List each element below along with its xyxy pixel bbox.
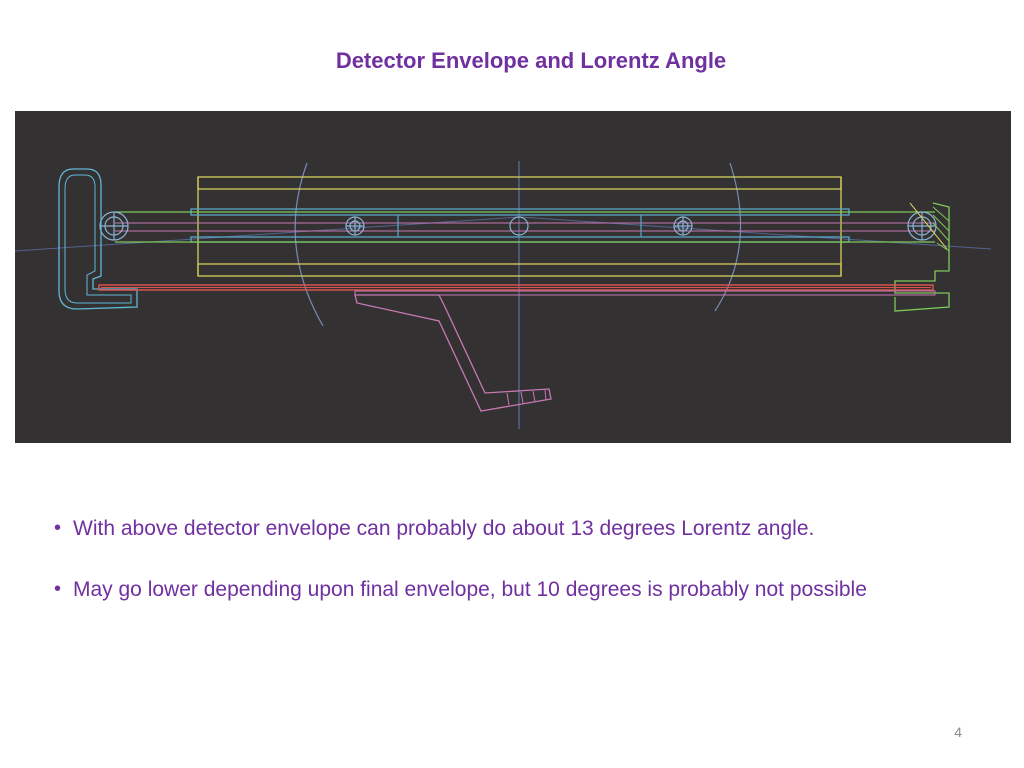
bullet-text: May go lower depending upon final envelo… — [73, 578, 867, 601]
support-arm-ticks — [506, 389, 547, 406]
guide-line-left — [15, 216, 521, 252]
slide-title: Detector Envelope and Lorentz Angle — [335, 48, 727, 73]
support-arm — [354, 294, 552, 412]
bullet-list: • With above detector envelope can proba… — [54, 517, 1014, 639]
right-bracket — [894, 202, 950, 312]
detector-envelope-drawing — [15, 111, 1011, 443]
bullet-item: • May go lower depending upon final enve… — [54, 578, 1014, 602]
pivot-left-end — [99, 211, 129, 241]
guide-line-right — [519, 216, 992, 250]
bullet-marker: • — [54, 578, 62, 600]
bullet-marker: • — [54, 517, 62, 539]
pivot-right-inner — [673, 216, 693, 236]
base-rail — [98, 284, 934, 291]
pivot-right-end — [907, 211, 937, 241]
pivot-left-inner — [345, 216, 365, 236]
page-number: 4 — [954, 724, 962, 740]
base-rail-lower — [354, 290, 936, 296]
detector-envelope-svg — [15, 161, 992, 429]
left-bracket — [58, 168, 138, 310]
bullet-text: With above detector envelope can probabl… — [73, 517, 815, 540]
right-bracket-hatch — [932, 206, 950, 252]
left-bracket-inner — [64, 174, 132, 304]
bullet-item: • With above detector envelope can proba… — [54, 517, 1014, 541]
pivot-center — [509, 216, 529, 236]
beam-bottom — [190, 236, 850, 243]
right-bracket-diagonal — [909, 202, 948, 250]
left-arc — [294, 162, 324, 327]
